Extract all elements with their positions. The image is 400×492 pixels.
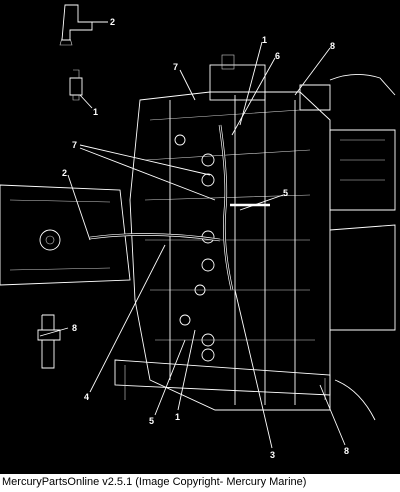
elbow-fitting-top bbox=[59, 4, 93, 46]
right-components bbox=[299, 74, 396, 421]
callout-1-top: 1 bbox=[93, 107, 98, 117]
callout-8-top: 8 bbox=[330, 41, 335, 51]
leader-lines bbox=[39, 21, 346, 449]
callout-6-top: 6 bbox=[275, 51, 280, 61]
engine-block bbox=[129, 54, 331, 411]
callout-5-bottom: 5 bbox=[149, 416, 154, 426]
callout-2-left: 2 bbox=[62, 168, 67, 178]
callout-3: 3 bbox=[270, 450, 275, 460]
hoses bbox=[89, 124, 270, 291]
callout-numbers: 2 1 1 7 6 8 7 2 5 8 4 5 1 3 8 bbox=[62, 17, 349, 460]
callout-1-bottom: 1 bbox=[175, 412, 180, 422]
straight-fitting bbox=[69, 69, 83, 101]
callout-1-upper-right: 1 bbox=[262, 35, 267, 45]
callout-5-right: 5 bbox=[283, 188, 288, 198]
left-mount bbox=[0, 184, 131, 286]
callout-8-left: 8 bbox=[72, 323, 77, 333]
tee-fitting bbox=[37, 314, 61, 369]
parts-diagram: 2 1 1 7 6 8 7 2 5 8 4 5 1 3 8 bbox=[0, 0, 400, 474]
callout-2-top: 2 bbox=[110, 17, 115, 27]
bolt-heads bbox=[174, 134, 215, 362]
callout-7-top: 7 bbox=[173, 62, 178, 72]
callout-8-bottom: 8 bbox=[344, 446, 349, 456]
exploded-view-drawing: 2 1 1 7 6 8 7 2 5 8 4 5 1 3 8 bbox=[0, 4, 396, 460]
image-caption: MercuryPartsOnline v2.5.1 (Image Copyrig… bbox=[2, 476, 307, 488]
callout-7-left: 7 bbox=[72, 140, 77, 150]
callout-4: 4 bbox=[84, 392, 89, 402]
